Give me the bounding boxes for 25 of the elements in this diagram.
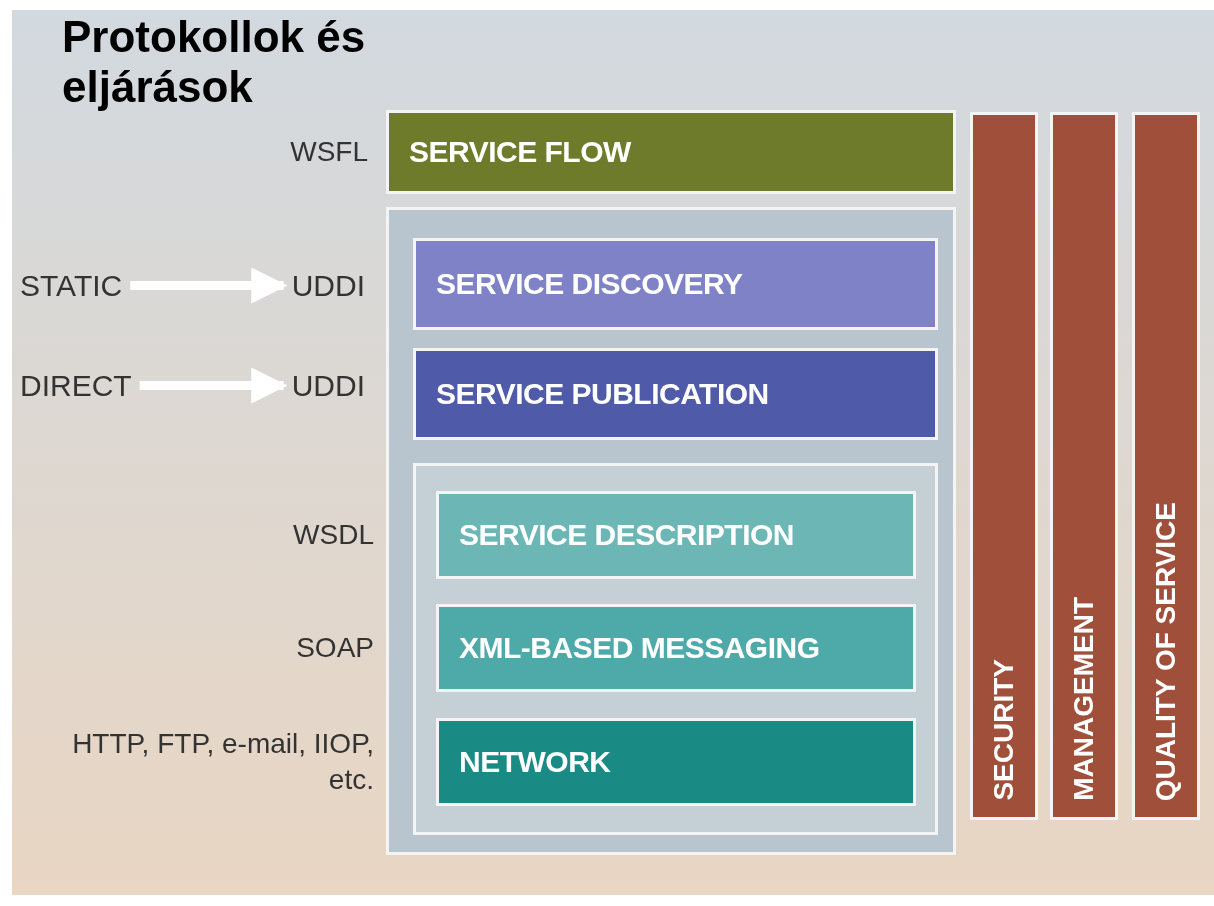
protocol-label: WSDL (292, 518, 374, 552)
layer-label: SERVICE FLOW (409, 135, 631, 169)
protocol-label: DIRECT (20, 368, 170, 408)
layer-label: SERVICE DISCOVERY (436, 267, 743, 301)
layer-label: XML-BASED MESSAGING (459, 631, 820, 665)
layer-box (413, 348, 938, 440)
layer-label: SERVICE PUBLICATION (436, 377, 769, 411)
bar-label: QUALITY OF SERVICE (1150, 501, 1182, 801)
vertical-bar (1050, 112, 1118, 820)
protocol-label: SOAP (295, 631, 374, 665)
vertical-bar (1132, 112, 1200, 820)
bar-label: MANAGEMENT (1068, 597, 1100, 801)
vertical-bar (970, 112, 1038, 820)
protocol-label: STATIC (20, 268, 160, 308)
protocol-label: WSFL (289, 135, 368, 169)
arrow (130, 267, 288, 304)
protocol-label: UDDI (270, 268, 365, 308)
layer-label: NETWORK (459, 745, 611, 779)
bar-label: SECURITY (988, 659, 1020, 801)
layer-label: SERVICE DESCRIPTION (459, 518, 795, 552)
protocol-label: HTTP, FTP, e-mail, IIOP, etc. (71, 727, 374, 797)
protocol-label: UDDI (270, 368, 365, 408)
layer-box (413, 238, 938, 330)
diagram-title: Protokollok és eljárások (62, 12, 367, 112)
arrow (139, 367, 288, 404)
